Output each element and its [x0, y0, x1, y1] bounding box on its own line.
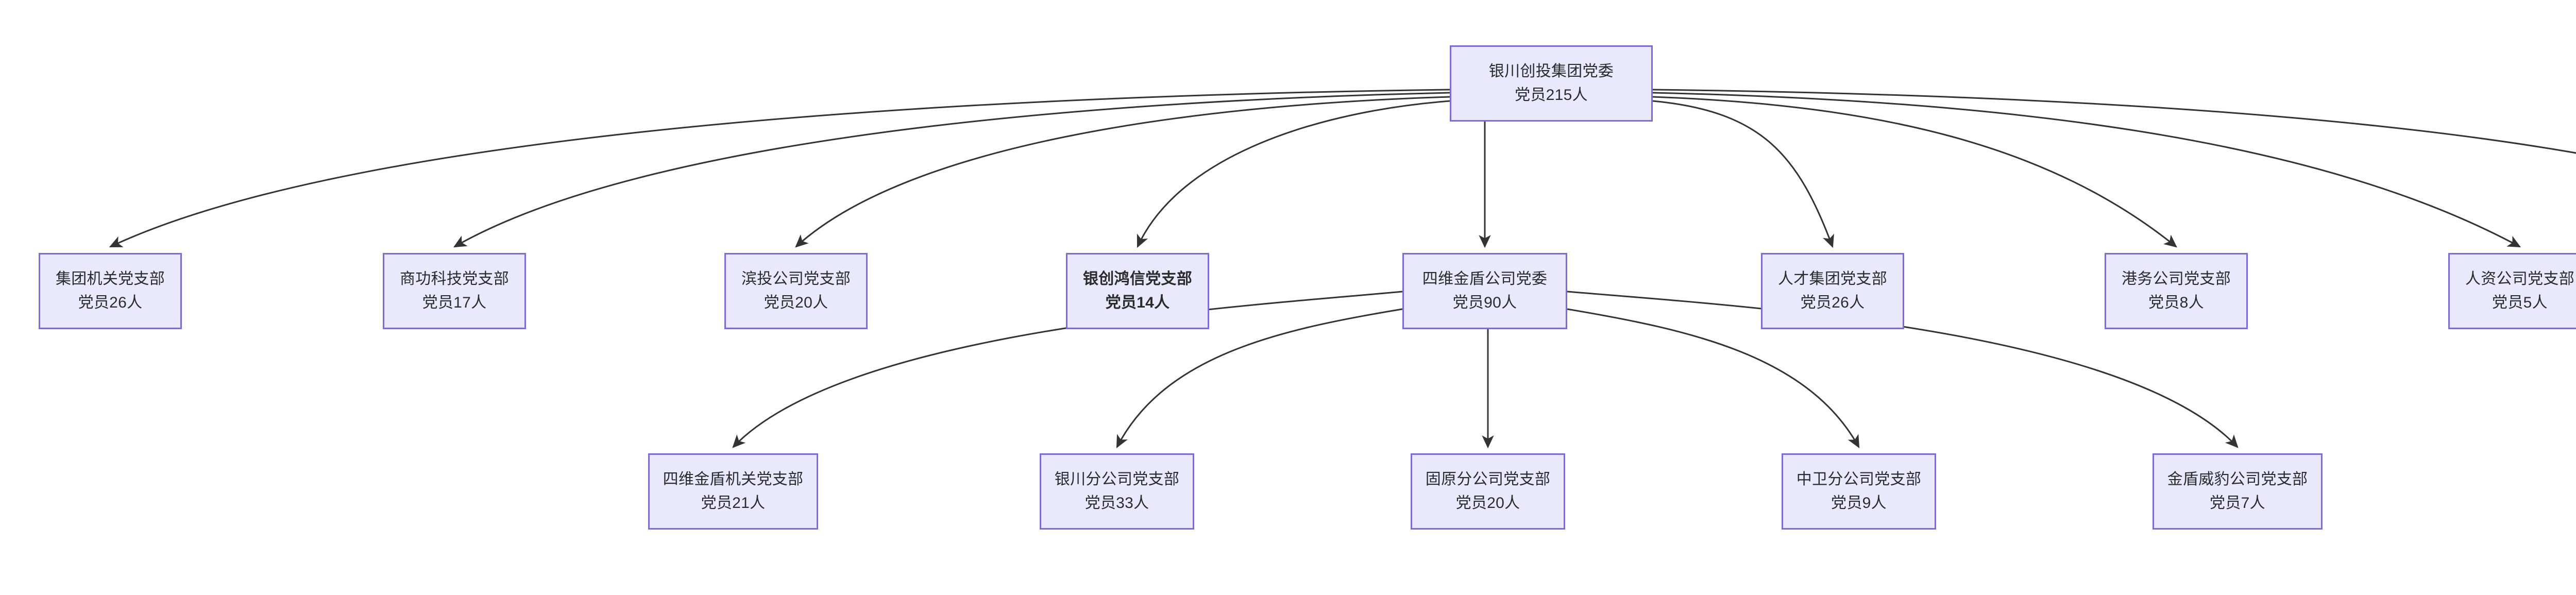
- org-node-jindun-weibao[interactable]: 金盾威豹公司党支部党员7人: [2153, 453, 2323, 530]
- org-node-shanggong-keji[interactable]: 商功科技党支部党员17人: [383, 253, 526, 329]
- edge-root-to-jituan-jiguan: [109, 89, 1450, 248]
- org-node-name: 商功科技党支部: [399, 270, 510, 288]
- org-node-rencai-jituan[interactable]: 人才集团党支部党员26人: [1761, 253, 1904, 329]
- edge-siwei-jindun-to-yinchuan-fen: [1116, 308, 1403, 449]
- org-node-name: 港务公司党支部: [2121, 270, 2231, 288]
- org-node-members: 党员5人: [2492, 294, 2548, 311]
- org-node-yinchuang-hongxin[interactable]: 银创鸿信党支部党员14人: [1066, 253, 1209, 329]
- org-node-name: 银创鸿信党支部: [1082, 270, 1193, 288]
- org-node-guyuan-fen[interactable]: 固原分公司党支部党员20人: [1411, 453, 1565, 530]
- edge-root-to-shanggong-keji: [453, 92, 1450, 248]
- org-node-members: 党员7人: [2210, 495, 2265, 512]
- edge-root-to-renzi: [1652, 92, 2521, 248]
- org-node-members: 党员21人: [701, 495, 766, 512]
- org-node-name: 四维金盾公司党委: [1422, 270, 1548, 288]
- org-node-members: 党员90人: [1452, 294, 1517, 311]
- org-node-name: 银川分公司党支部: [1054, 471, 1180, 488]
- org-node-name: 金盾威豹公司党支部: [2167, 471, 2308, 488]
- org-node-name: 集团机关党支部: [55, 270, 165, 288]
- org-node-members: 党员215人: [1515, 87, 1588, 104]
- org-node-name: 人才集团党支部: [1777, 270, 1888, 288]
- edge-root-to-rencai-jituan: [1652, 100, 1834, 248]
- org-node-members: 党员26人: [78, 294, 143, 311]
- edge-root-to-landun: [1652, 89, 2576, 154]
- org-node-members: 党员20人: [1455, 495, 1520, 512]
- org-node-siwei-jindun[interactable]: 四维金盾公司党委党员90人: [1402, 253, 1567, 329]
- edge-siwei-jindun-to-zhongwei-fen: [1567, 308, 1860, 449]
- org-node-members: 党员33人: [1084, 495, 1149, 512]
- org-node-name: 中卫分公司党支部: [1796, 471, 1922, 488]
- org-node-jituan-jiguan[interactable]: 集团机关党支部党员26人: [39, 253, 182, 329]
- org-node-bintou[interactable]: 滨投公司党支部党员20人: [724, 253, 868, 329]
- org-node-name: 四维金盾机关党支部: [663, 471, 804, 488]
- org-node-name: 固原分公司党支部: [1425, 471, 1551, 488]
- org-node-name: 滨投公司党支部: [741, 270, 851, 288]
- org-node-yinchuan-fen[interactable]: 银川分公司党支部党员33人: [1040, 453, 1194, 530]
- org-node-gangwu[interactable]: 港务公司党支部党员8人: [2105, 253, 2248, 329]
- org-node-members: 党员20人: [764, 294, 828, 311]
- org-node-siwei-jindun-jiguan[interactable]: 四维金盾机关党支部党员21人: [648, 453, 818, 530]
- org-node-members: 党员26人: [1800, 294, 1865, 311]
- edge-root-to-gangwu: [1652, 96, 2177, 248]
- org-node-renzi[interactable]: 人资公司党支部党员5人: [2448, 253, 2576, 329]
- org-node-root[interactable]: 银川创投集团党委党员215人: [1450, 45, 1653, 122]
- org-node-members: 党员8人: [2148, 294, 2204, 311]
- org-node-name: 银川创投集团党委: [1488, 63, 1614, 80]
- org-node-members: 党员14人: [1105, 294, 1170, 311]
- org-node-name: 人资公司党支部: [2465, 270, 2575, 288]
- edge-root-to-yinchuang-hongxin: [1137, 100, 1450, 248]
- org-node-members: 党员17人: [422, 294, 487, 311]
- org-node-members: 党员9人: [1831, 495, 1887, 512]
- org-node-zhongwei-fen[interactable]: 中卫分公司党支部党员9人: [1782, 453, 1936, 530]
- edge-root-to-bintou: [795, 96, 1450, 248]
